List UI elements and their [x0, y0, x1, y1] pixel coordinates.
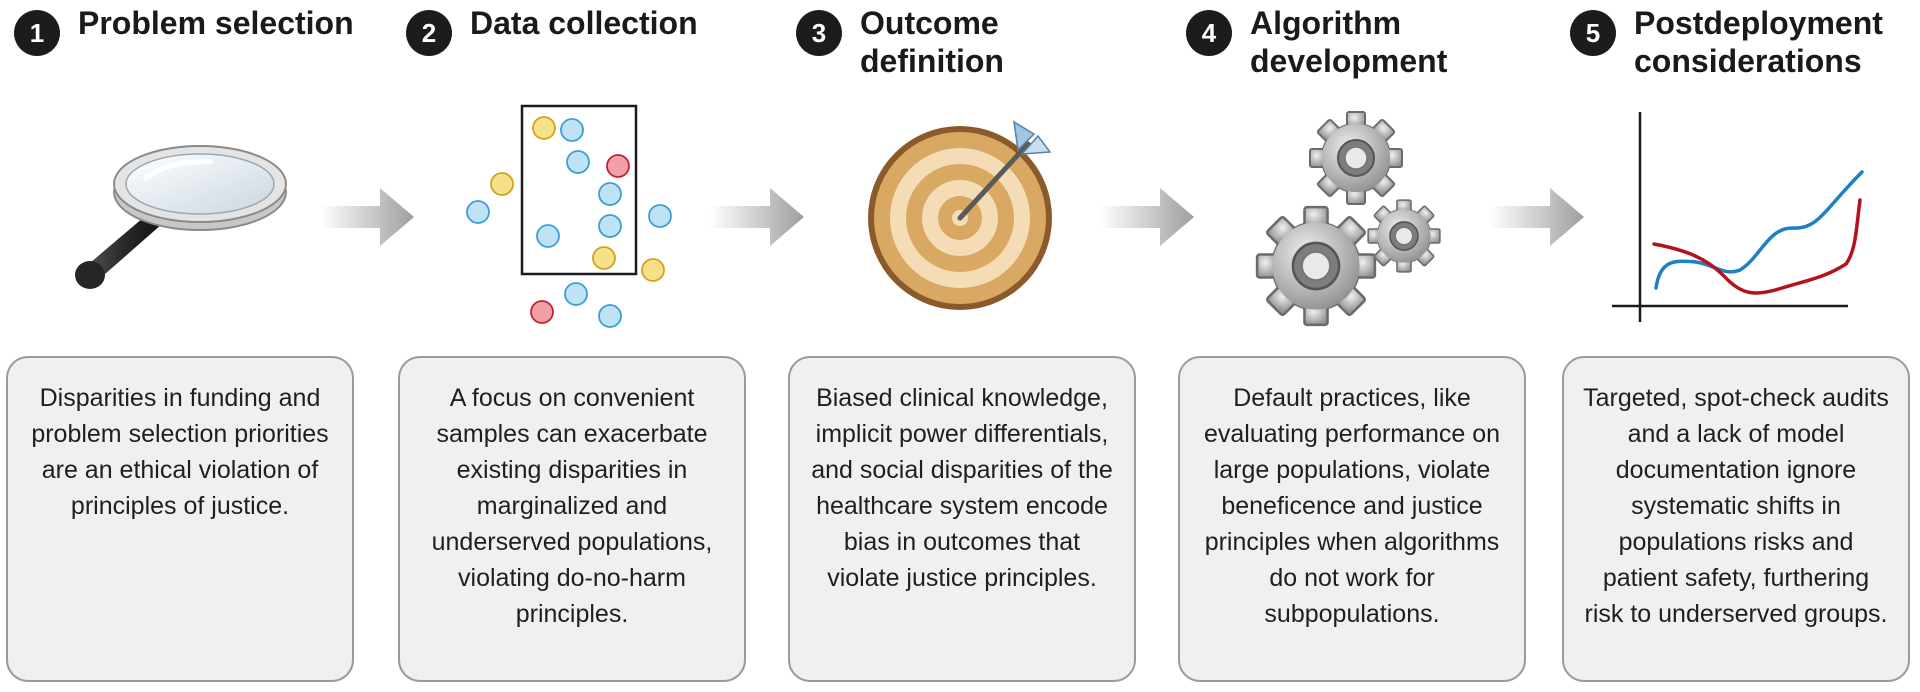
stage-algorithm-development: 4 Algorithm development [1172, 0, 1532, 692]
stage-title: Outcome definition [860, 5, 1004, 79]
arrow-right-icon [320, 188, 414, 246]
arrow-right-icon [1100, 188, 1194, 246]
stage-title: Data collection [470, 5, 698, 41]
stage-postdeployment-considerations: 5 Postdeployment considerations Targeted… [1556, 0, 1916, 692]
stage-description: Targeted, spot-check audits and a lack o… [1562, 356, 1910, 682]
stage-header: 3 Outcome definition [796, 4, 1150, 80]
gears-icon [1255, 111, 1441, 327]
stage-problem-selection: 1 Problem selection Disparities in fundi… [0, 0, 360, 692]
stage-description: Default practices, like evaluating perfo… [1178, 356, 1526, 682]
stage-header: 5 Postdeployment considerations [1570, 4, 1920, 80]
stage-title: Problem selection [78, 5, 354, 41]
step-number-badge: 1 [14, 10, 60, 56]
stage-description: Disparities in funding and problem selec… [6, 356, 354, 682]
stage-title: Postdeployment considerations [1634, 5, 1883, 79]
magnifying-glass-icon [75, 145, 287, 289]
step-number-badge: 2 [406, 10, 452, 56]
stage-header: 1 Problem selection [14, 4, 368, 56]
arrow-right-icon [1490, 188, 1584, 246]
arrow-right-icon [710, 188, 804, 246]
step-number-badge: 4 [1186, 10, 1232, 56]
step-number-badge: 5 [1570, 10, 1616, 56]
stage-data-collection: 2 Data collection A focus on convenient … [392, 0, 752, 692]
stage-header: 2 Data collection [406, 4, 760, 56]
step-number-badge: 3 [796, 10, 842, 56]
stage-description: Biased clinical knowledge, implicit powe… [788, 356, 1136, 682]
stage-title: Algorithm development [1250, 5, 1448, 79]
stage-outcome-definition: 3 Outcome definition Biased clinical kno… [782, 0, 1142, 692]
stage-header: 4 Algorithm development [1186, 4, 1540, 80]
data-points-sample-icon [466, 104, 672, 328]
line-plot-icon [1612, 112, 1864, 322]
stage-description: A focus on convenient samples can exacer… [398, 356, 746, 682]
target-with-arrow-icon [868, 120, 1052, 310]
